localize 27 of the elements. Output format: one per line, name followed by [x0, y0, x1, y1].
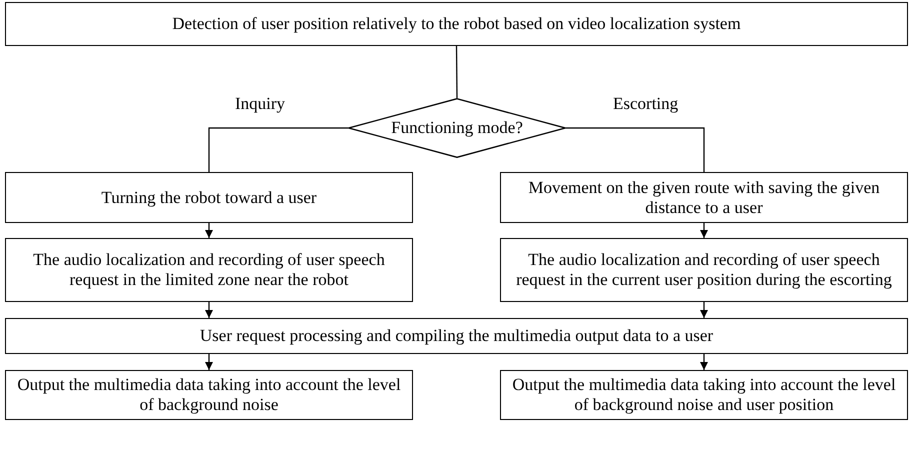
connector-line	[208, 127, 348, 172]
process-box	[5, 370, 413, 420]
arrow	[205, 223, 213, 238]
node-text: Functioning mode?	[390, 118, 524, 138]
process-box	[5, 2, 908, 46]
arrow	[700, 354, 708, 370]
arrow	[205, 354, 213, 370]
process-box	[500, 370, 908, 420]
process-box	[5, 318, 908, 354]
process-box	[500, 172, 908, 223]
arrow	[700, 223, 708, 238]
decision-diamond	[348, 98, 566, 158]
process-box	[5, 172, 413, 223]
process-box	[500, 238, 908, 302]
node-text: Output the multimedia data taking into account the level of background noise	[16, 375, 402, 415]
process-box	[5, 238, 413, 302]
node-text: The audio localization and recording of user speech request in the current user position during the escorting	[515, 250, 893, 290]
node-text: User request processing and compiling the multimedia output data to a user	[198, 326, 714, 346]
connector-line	[566, 127, 705, 172]
node-text: Detection of user position relatively to the robot based on video localization system	[171, 14, 742, 34]
arrow	[205, 302, 213, 318]
arrow	[700, 302, 708, 318]
connector-line	[456, 46, 458, 98]
node-text: Movement on the given route with saving the given distance to a user	[527, 178, 881, 218]
node-text: The audio localization and recording of user speech request in the limited zone near the robot	[32, 250, 386, 290]
node-text: Turning the robot toward a user	[100, 188, 318, 208]
node-text: Output the multimedia data taking into account the level of background noise and user position	[511, 375, 897, 415]
